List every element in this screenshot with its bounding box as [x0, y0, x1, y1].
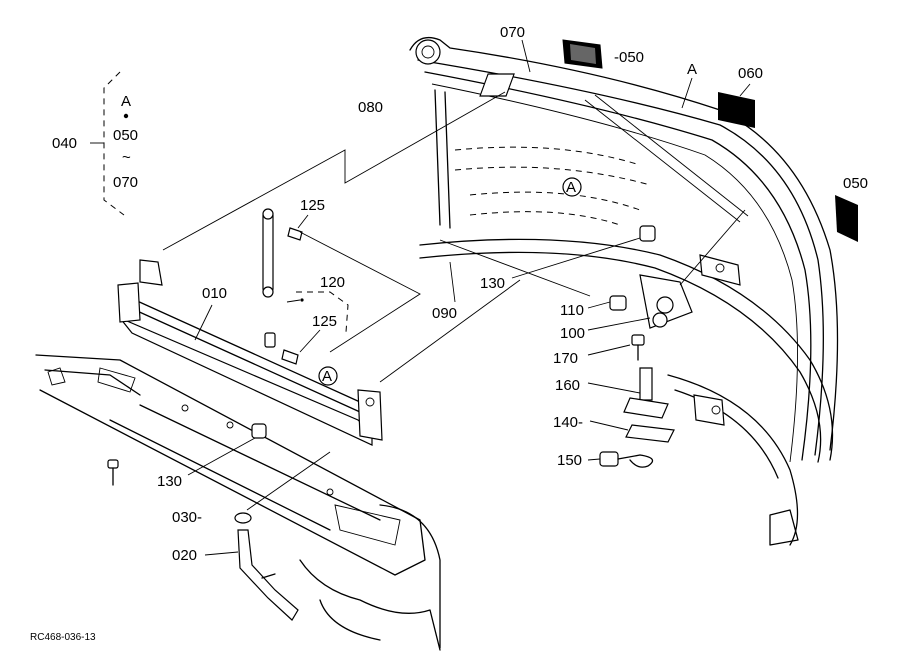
ref-a-text-2: A [566, 179, 576, 196]
label-080: 080 [358, 99, 383, 116]
hood-assembly [409, 36, 839, 546]
label-110: 110 [560, 302, 584, 319]
label-125-a: 125 [300, 197, 325, 214]
group-tilde: ~ [122, 149, 131, 166]
label-130-a: 130 [157, 473, 182, 490]
bracket-010: 010 [117, 259, 383, 446]
clip-030: 030- [172, 509, 252, 526]
decal-050-top: -050 [562, 39, 644, 69]
label-100: 100 [560, 325, 585, 342]
label-150: 150 [557, 452, 582, 469]
label-140: 140- [553, 414, 583, 431]
decal-070: 070 [479, 24, 531, 97]
ref-a-circle-2 [562, 177, 582, 197]
drawing-code: RC468-036-13 [30, 632, 96, 643]
label-125-b: 125 [312, 313, 337, 330]
group-070: 070 [113, 174, 138, 191]
bolt-170: 170 [553, 334, 645, 367]
latch-100: 110 100 [560, 209, 746, 342]
ref-a-text-1: A [322, 368, 332, 385]
label-120: 120 [320, 274, 345, 291]
bolt-130-right: 130 [480, 225, 656, 292]
hose-020: 020 [172, 529, 299, 621]
label-050-top: -050 [614, 49, 644, 66]
decal-050-right: 050 [835, 175, 868, 242]
label-020: 020 [172, 547, 197, 564]
label-050-right: 050 [843, 175, 868, 192]
label-030: 030- [172, 509, 202, 526]
label-090: 090 [432, 305, 457, 322]
bracket-160: 160 [555, 367, 669, 419]
label-160: 160 [555, 377, 580, 394]
group-a: A [121, 93, 131, 110]
plate-140: 140- [553, 394, 725, 443]
label-group-040: 040 A 050 ~ 070 [52, 71, 138, 216]
label-130-b: 130 [480, 275, 505, 292]
screw [107, 459, 119, 486]
ref-a-circle-1 [318, 366, 338, 386]
bolt-150: 150 [557, 451, 654, 469]
label-070-top: 070 [500, 24, 525, 41]
group-050: 050 [113, 127, 138, 144]
decal-060: 060 [718, 65, 763, 128]
frame [35, 354, 441, 651]
label-040: 040 [52, 135, 77, 152]
label-060: 060 [738, 65, 763, 82]
label-170: 170 [553, 350, 578, 367]
label-010: 010 [202, 285, 227, 302]
bolt-130-left: 130 [157, 423, 267, 490]
callout-a-top: A [687, 61, 697, 78]
stay-120: 125 120 125 A [262, 197, 421, 386]
